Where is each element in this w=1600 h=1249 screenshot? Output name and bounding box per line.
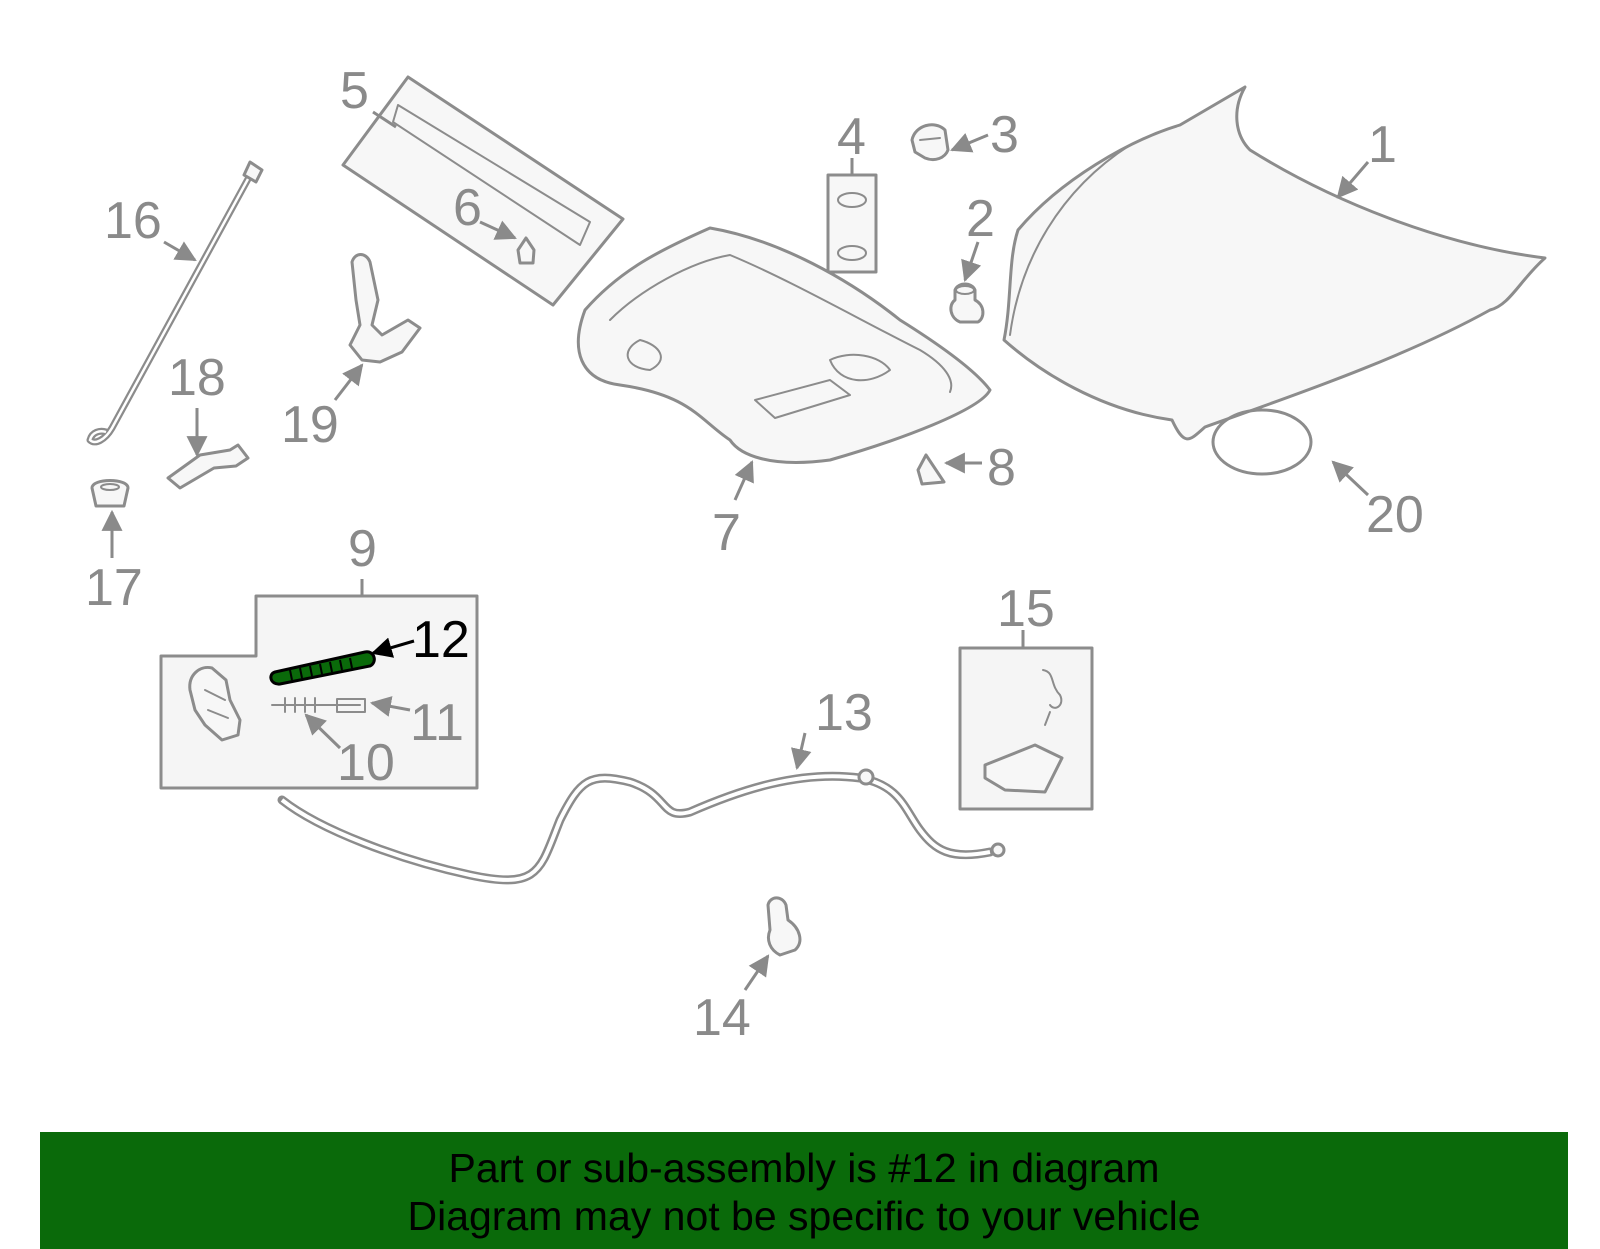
part-15-handle-group <box>958 646 1094 811</box>
callout-17: 17 <box>85 559 143 617</box>
part-5-weatherstrip <box>341 75 625 307</box>
part-9-latch-group <box>159 594 479 790</box>
callout-9: 9 <box>348 520 377 578</box>
callout-2: 2 <box>966 190 995 248</box>
part-16-prop-rod <box>86 160 264 446</box>
part-19-hinge <box>348 253 422 364</box>
callout-11: 11 <box>410 694 464 752</box>
info-banner: Part or sub-assembly is #12 in diagram D… <box>40 1132 1568 1249</box>
callout-16: 16 <box>104 192 162 250</box>
part-20-ring <box>1211 408 1313 476</box>
callout-15: 15 <box>997 580 1055 638</box>
callout-numbers: 1 2 3 4 5 6 7 8 9 10 11 12 13 14 15 16 1… <box>85 62 1424 1047</box>
part-13-cable <box>277 768 1006 885</box>
callout-18: 18 <box>168 349 226 407</box>
part-8-clip <box>916 453 946 486</box>
part-17-grommet <box>90 479 130 508</box>
callout-14: 14 <box>693 989 751 1047</box>
part-3-clip <box>910 123 950 162</box>
part-14-handle <box>766 896 802 957</box>
callout-3: 3 <box>990 106 1019 164</box>
callout-13: 13 <box>815 684 873 742</box>
callout-6: 6 <box>453 179 482 237</box>
part-4-seal <box>826 173 878 274</box>
callout-10: 10 <box>337 734 395 792</box>
leader-lines <box>101 110 1370 991</box>
callout-8: 8 <box>987 439 1016 497</box>
part-12-highlighted <box>269 650 376 686</box>
callout-12: 12 <box>412 611 470 669</box>
part-18-bracket <box>166 443 250 490</box>
callout-5: 5 <box>340 62 369 120</box>
callout-20: 20 <box>1366 486 1424 544</box>
callout-19: 19 <box>281 396 339 454</box>
banner-line-2: Diagram may not be specific to your vehi… <box>407 1193 1201 1239</box>
part-6-clip <box>516 236 536 265</box>
part-2-bumper <box>949 282 985 324</box>
part-7-insulator <box>576 226 992 464</box>
part-1-hood <box>1002 85 1547 441</box>
callout-1: 1 <box>1368 116 1397 174</box>
callout-7: 7 <box>712 504 741 562</box>
callout-4: 4 <box>837 108 866 166</box>
banner-line-1: Part or sub-assembly is #12 in diagram <box>448 1145 1160 1191</box>
